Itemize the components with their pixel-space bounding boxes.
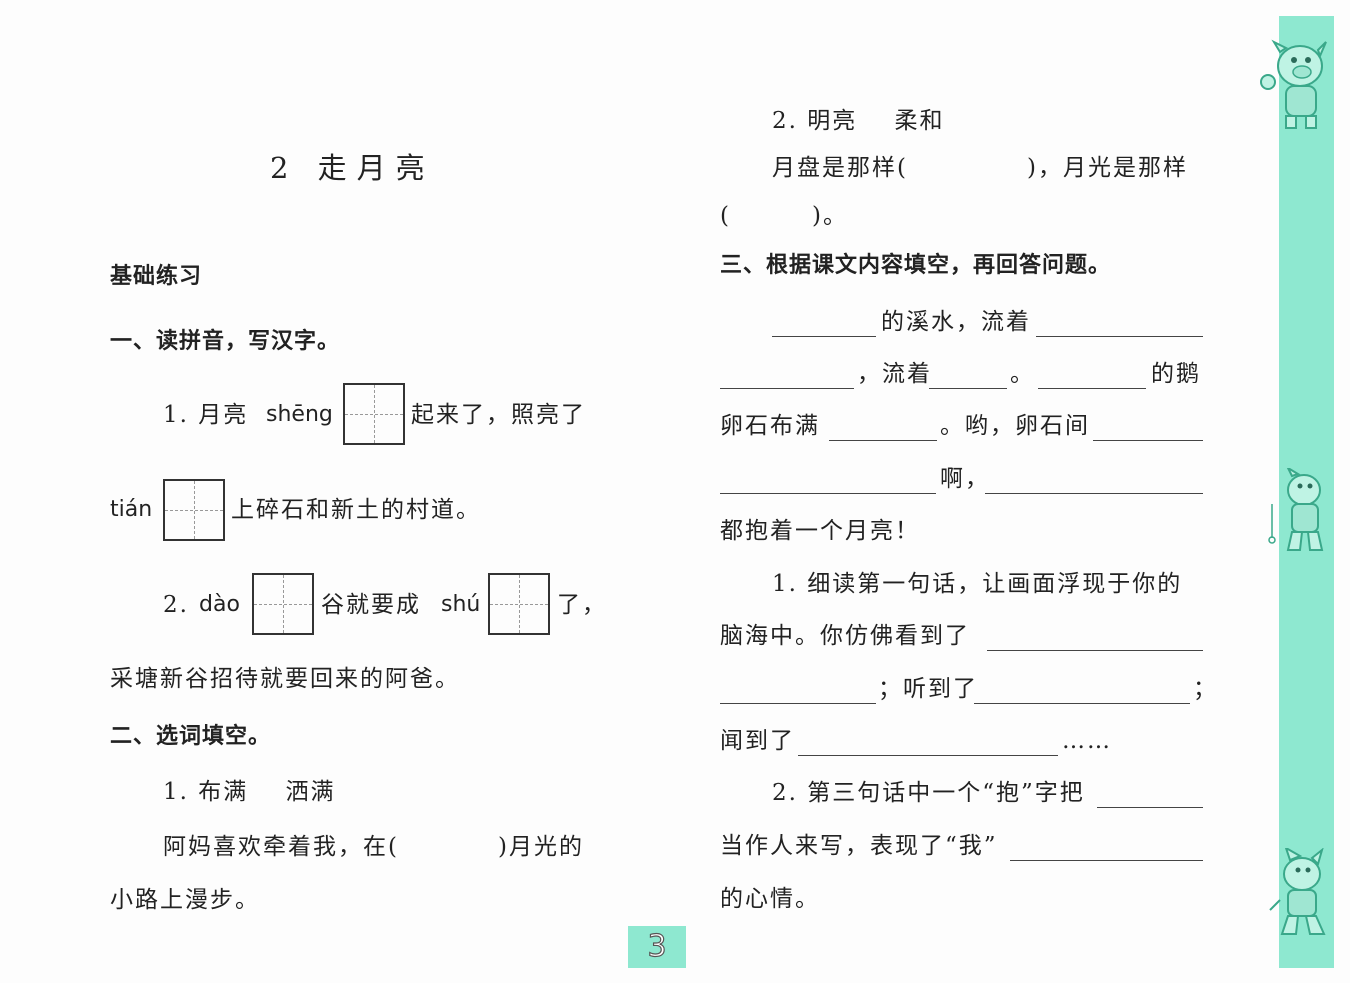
blank-line[interactable] [1097, 807, 1203, 808]
section-heading-basic: 基础练习 [110, 264, 203, 289]
q1-1-char-box-1[interactable] [343, 383, 405, 445]
question-1-heading: 一、读拼音，写汉字。 [110, 329, 341, 354]
q1-1-pinyin-2: tián [110, 497, 153, 522]
q1-2-char-box-2[interactable] [488, 573, 550, 635]
q3-line5-text: 都抱着一个月亮！ [720, 518, 920, 544]
q2-1-text-b: )月光的 [498, 834, 584, 860]
q3-2-text-c: 的心情。 [720, 886, 820, 912]
q1-2-pinyin-2: shú [441, 592, 481, 617]
blank-line[interactable] [720, 493, 936, 494]
q2-1-text-a: 阿妈喜欢牵着我，在( [163, 834, 399, 860]
q3-1-text-e: 闻到了 [720, 728, 795, 754]
blank-line[interactable] [1093, 440, 1203, 441]
blank-line[interactable] [929, 388, 1007, 389]
q3-line4-text-a: 啊， [940, 466, 990, 492]
q1-1-char-box-2[interactable] [163, 479, 225, 541]
blank-line[interactable] [798, 755, 1058, 756]
page-number: 3 [628, 926, 686, 968]
q3-line1-text-a: 的溪水，流着 [881, 309, 1031, 335]
q1-1-text-c: 上碎石和新土的村道。 [231, 497, 481, 523]
blank-line[interactable] [720, 703, 876, 704]
q2-2-text-c: ( [720, 203, 731, 229]
question-2-heading: 二、选词填空。 [110, 724, 272, 749]
q1-2-text-a: 2. [163, 592, 189, 618]
lesson-title: 2 走月亮 [270, 151, 435, 185]
cartoon-fox-icon [1269, 848, 1326, 935]
q2-2-text-a: 月盘是那样( [772, 155, 908, 181]
q3-line3-text-b: 。哟，卵石间 [940, 413, 1090, 439]
q2-2-text-d: )。 [812, 203, 848, 229]
q1-1-text-a: 1. 月亮 [163, 402, 249, 428]
q1-2-pinyin-1: dào [199, 592, 240, 617]
q3-1-text-d: ； [1193, 676, 1218, 702]
cartoon-pig-icon [1260, 39, 1327, 129]
q3-2-text-a: 2. 第三句话中一个“抱”字把 [772, 780, 1085, 806]
q3-1-text-b: 脑海中。你仿佛看到了 [720, 623, 970, 649]
q3-1-text-a: 1. 细读第一句话，让画面浮现于你的 [772, 571, 1183, 597]
blank-line[interactable] [1036, 336, 1203, 337]
q2-2-text-b: )，月光是那样 [1027, 155, 1188, 181]
q1-1-pinyin-1: shēng [266, 402, 333, 427]
blank-line[interactable] [1010, 860, 1203, 861]
q1-2-text-c: 了， [557, 592, 607, 618]
blank-line[interactable] [987, 650, 1203, 651]
q3-line2-text-a: ，流着 [857, 361, 932, 387]
blank-line[interactable] [772, 336, 876, 337]
q3-2-text-b: 当作人来写，表现了“我” [720, 833, 998, 859]
q1-1-text-b: 起来了，照亮了 [411, 402, 586, 428]
blank-line[interactable] [1038, 388, 1146, 389]
q3-line2-text-b: 。 [1010, 361, 1035, 387]
blank-line[interactable] [974, 703, 1190, 704]
q2-1-options: 1. 布满 洒满 [163, 779, 336, 805]
q3-line2-text-c: 的鹅 [1151, 361, 1201, 387]
blank-line[interactable] [829, 440, 937, 441]
question-3-heading: 三、根据课文内容填空，再回答问题。 [720, 253, 1112, 278]
q3-1-text-c: ；听到了 [878, 676, 978, 702]
q3-1-text-f: …… [1062, 728, 1112, 754]
q1-2-text-d: 采塘新谷招待就要回来的阿爸。 [110, 666, 460, 692]
q2-1-text-c: 小路上漫步。 [110, 887, 260, 913]
q1-2-char-box-1[interactable] [252, 573, 314, 635]
blank-line[interactable] [985, 493, 1203, 494]
cartoon-wolf-icon [1268, 468, 1324, 551]
blank-line[interactable] [720, 388, 854, 389]
q2-2-options: 2. 明亮 柔和 [772, 108, 945, 134]
q3-line3-text-a: 卵石布满 [720, 413, 820, 439]
q1-2-text-b: 谷就要成 [321, 592, 421, 618]
